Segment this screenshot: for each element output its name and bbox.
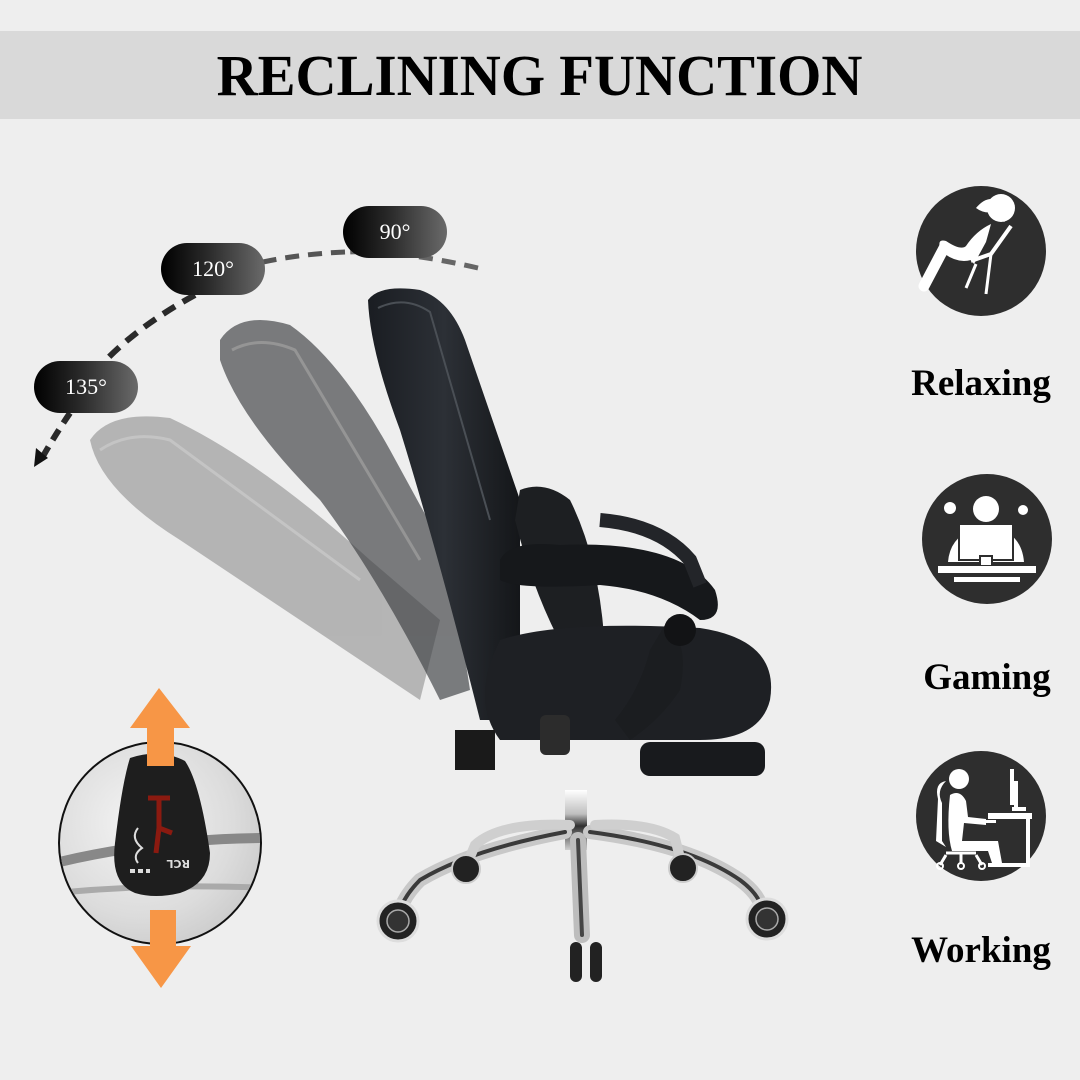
armrest-support — [615, 625, 683, 740]
arrow-head-icon — [34, 448, 48, 467]
armrest — [500, 544, 718, 620]
gaming-monitor-icon — [922, 474, 1052, 604]
casters — [376, 853, 789, 982]
page-title: RECLINING FUNCTION — [217, 42, 863, 108]
header-band: RECLINING FUNCTION — [0, 31, 1080, 119]
backrest-90 — [368, 288, 520, 720]
angle-label-135: 135° — [34, 361, 138, 413]
lever-icon: RCL — [60, 753, 260, 896]
backrest-135-ghost — [90, 416, 440, 700]
star-base — [393, 819, 769, 943]
footrest — [640, 742, 765, 776]
mode-gaming: Gaming — [902, 474, 1072, 699]
angle-label-120: 120° — [161, 243, 265, 295]
seat-cushion — [485, 625, 772, 740]
arrow-down-icon — [131, 910, 191, 988]
arrow-up-icon — [130, 688, 190, 766]
svg-text:RCL: RCL — [166, 857, 190, 870]
recline-lever-closeup: RCL — [58, 741, 262, 945]
mode-relaxing: Relaxing — [896, 186, 1066, 405]
mode-label-gaming: Gaming — [923, 657, 1051, 698]
up-down-arrows — [130, 688, 191, 988]
backrest-120-ghost — [220, 320, 470, 700]
relaxing-person-icon — [916, 186, 1046, 316]
angle-label-90: 90° — [343, 206, 447, 258]
working-desk-icon — [916, 751, 1046, 881]
mode-label-working: Working — [911, 930, 1051, 971]
mode-working: Working — [896, 751, 1066, 972]
mode-label-relaxing: Relaxing — [911, 363, 1051, 404]
